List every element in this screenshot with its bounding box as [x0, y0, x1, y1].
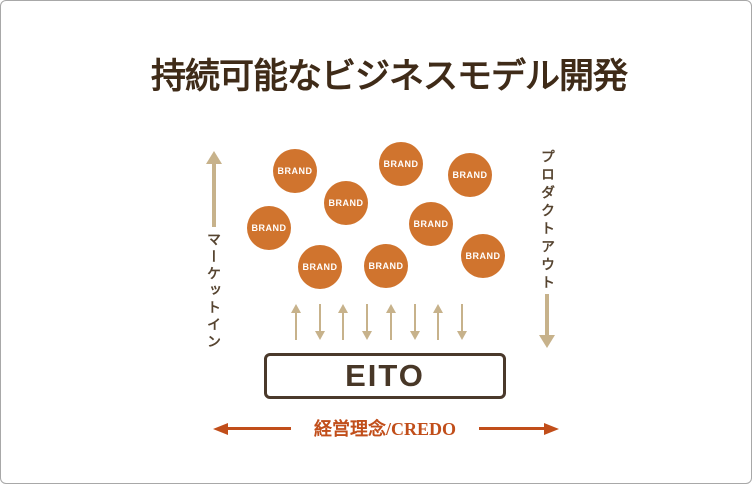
- flow-up-arrow-icon: [291, 304, 302, 340]
- arrow-shaft: [318, 304, 321, 331]
- arrow-head: [385, 304, 396, 313]
- market-in-up-arrow-icon: [206, 151, 222, 227]
- brand-circle: BRAND: [461, 234, 505, 278]
- market-in-label: マーケットイン: [206, 232, 222, 351]
- credo-right-arrow-icon: [479, 422, 559, 435]
- page-title: 持続可能なビジネスモデル開発: [150, 57, 628, 96]
- arrow-shaft: [228, 427, 291, 430]
- arrow-head: [338, 304, 349, 313]
- flow-down-arrow-icon: [314, 304, 325, 340]
- brand-circle: BRAND: [364, 244, 408, 288]
- eito-box: EITO: [264, 353, 506, 399]
- arrow-shaft: [479, 427, 544, 430]
- product-out-down-arrow-icon: [539, 294, 555, 348]
- arrow-head: [539, 335, 555, 348]
- arrow-shaft: [389, 313, 392, 340]
- arrow-head: [206, 151, 222, 164]
- arrow-shaft: [212, 164, 216, 227]
- arrow-shaft: [545, 294, 549, 335]
- brand-circle: BRAND: [379, 142, 423, 186]
- arrow-head: [456, 331, 467, 340]
- arrow-head: [314, 331, 325, 340]
- arrow-shaft: [460, 304, 463, 331]
- arrow-head: [433, 304, 444, 313]
- arrow-shaft: [295, 313, 297, 340]
- arrow-head: [409, 331, 420, 340]
- credo-left-arrow-icon: [213, 422, 291, 435]
- arrow-head: [291, 304, 301, 313]
- brand-circle: BRAND: [298, 245, 342, 289]
- brand-circle: BRAND: [324, 181, 368, 225]
- eito-label: EITO: [345, 358, 425, 393]
- brand-circle: BRAND: [273, 149, 317, 193]
- flow-down-arrow-icon: [362, 304, 373, 340]
- brand-circle: BRAND: [448, 153, 492, 197]
- flow-down-arrow-icon: [409, 304, 420, 340]
- product-out-label: プロダクトアウト: [540, 149, 556, 293]
- arrow-shaft: [366, 304, 369, 331]
- brand-circle: BRAND: [409, 202, 453, 246]
- brand-circle: BRAND: [247, 206, 291, 250]
- arrow-shaft: [437, 313, 440, 340]
- flow-down-arrow-icon: [456, 304, 467, 340]
- arrow-head: [362, 331, 373, 340]
- flow-up-arrow-icon: [385, 304, 396, 340]
- flow-up-arrow-icon: [433, 304, 444, 340]
- arrow-shaft: [342, 313, 345, 340]
- arrow-shaft: [413, 304, 416, 331]
- credo-label: 経営理念/CREDO: [313, 419, 456, 439]
- flow-up-arrow-icon: [338, 304, 349, 340]
- arrow-head: [213, 422, 228, 435]
- arrow-head: [544, 422, 559, 435]
